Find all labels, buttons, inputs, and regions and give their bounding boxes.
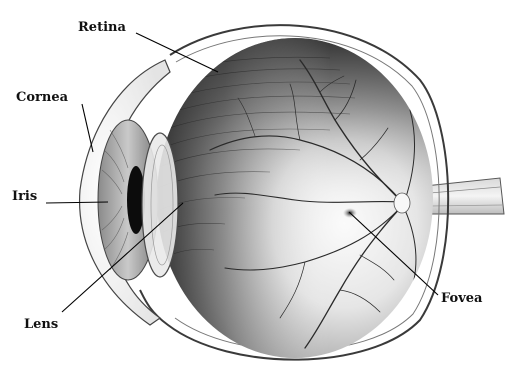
- optic-nerve: [425, 178, 504, 214]
- cornea-leader-line: [82, 104, 93, 152]
- iris-label: Iris: [12, 190, 37, 203]
- retina-leader-line: [136, 33, 218, 72]
- lens-label: Lens: [24, 318, 58, 331]
- lens-structure: [142, 133, 178, 277]
- retina-label: Retina: [78, 21, 126, 34]
- optic-disc: [394, 193, 410, 213]
- eyeball-globe: [150, 30, 450, 370]
- cornea-label: Cornea: [16, 91, 68, 104]
- fovea-label: Fovea: [441, 292, 482, 305]
